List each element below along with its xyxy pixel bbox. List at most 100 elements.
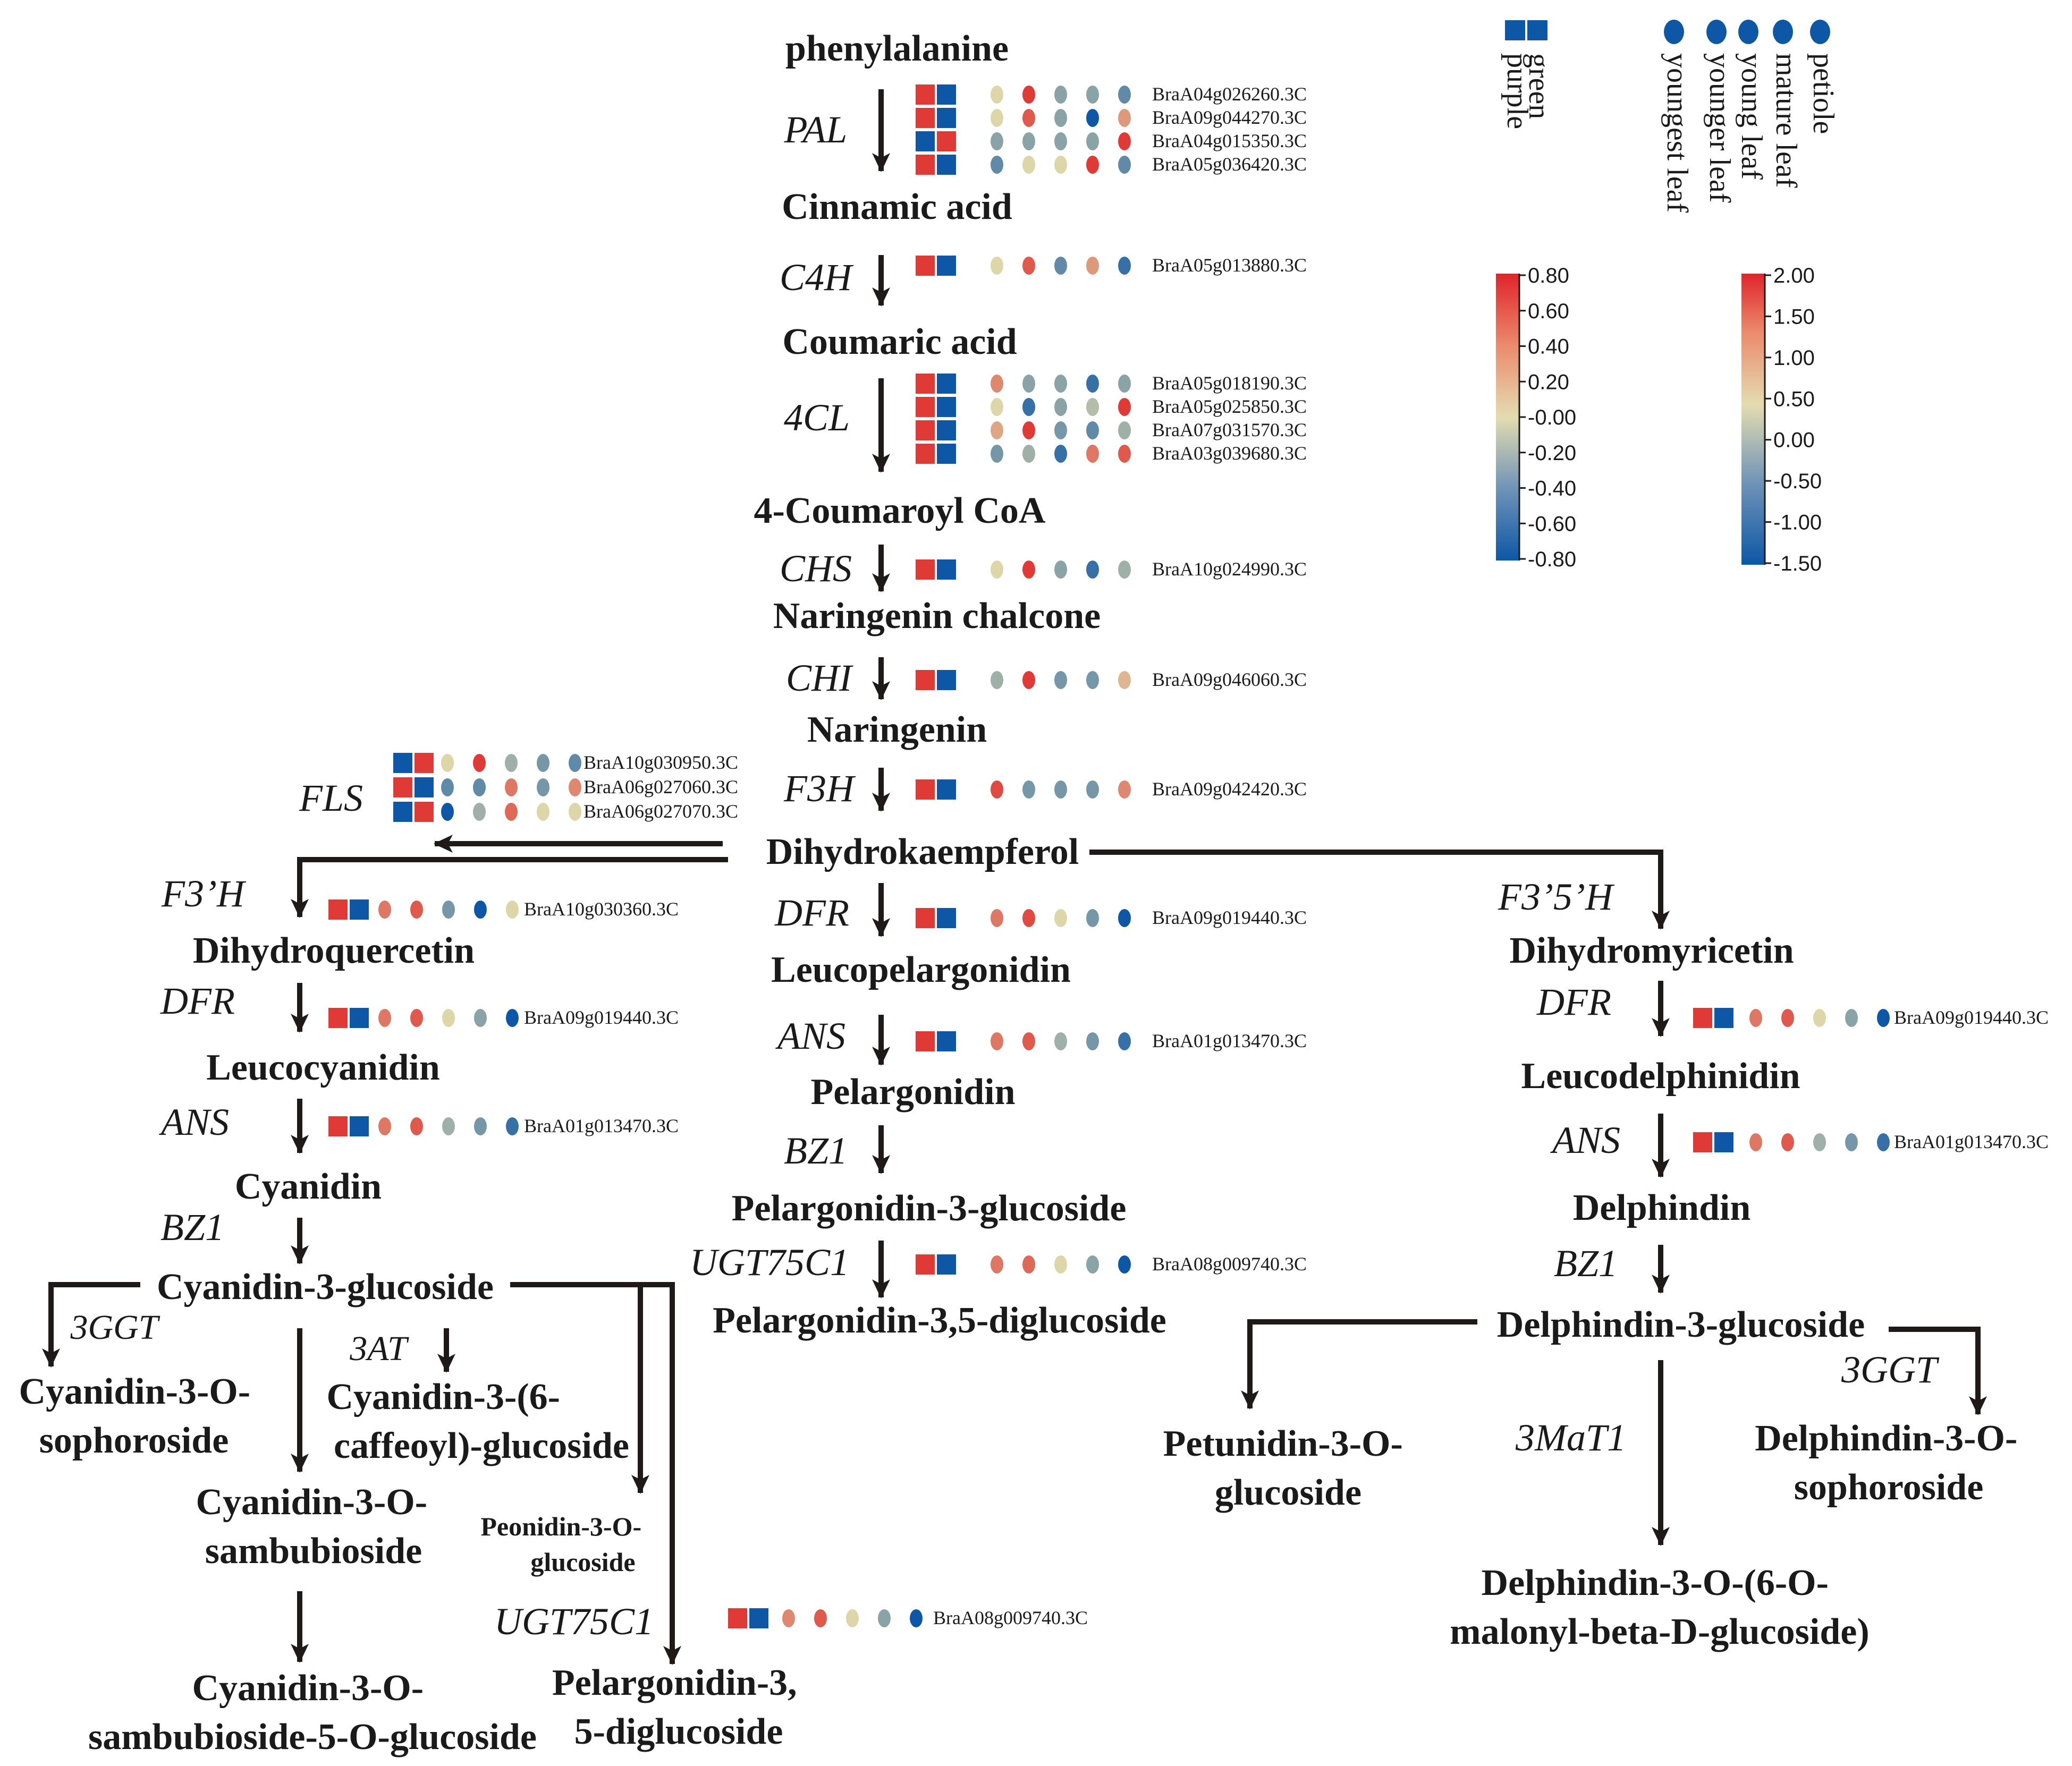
heatmap-dot	[442, 1117, 455, 1135]
heatmap-dot	[991, 909, 1003, 927]
heatmap-square	[916, 908, 935, 928]
heatmap-dot	[1781, 1133, 1794, 1151]
heatmap-row: BraA09g019440.3C	[1693, 1007, 2049, 1028]
heatmap-dot	[569, 778, 581, 796]
color-scale-tick-label: -0.80	[1528, 548, 1576, 571]
compound-peonidin-3-o-glucoside: Peonidin-3-O- glucoside	[480, 1512, 648, 1577]
heatmap-dot	[410, 1117, 423, 1135]
compound-dihydromyricetin: Dihydromyricetin	[1509, 930, 1794, 971]
compound-petunidin-3-o-glucoside-line-2: glucoside	[1215, 1472, 1361, 1513]
heatmap-dot	[1054, 421, 1067, 439]
compound-cinnamic-acid: Cinnamic acid	[782, 186, 1012, 227]
compound-coumaroyl-coa: 4-Coumaroyl CoA	[754, 490, 1046, 531]
heatmap-dot	[506, 1117, 519, 1135]
heatmap-row: BraA01g013470.3C	[916, 1030, 1307, 1051]
heatmap-row: BraA10g024990.3C	[916, 558, 1307, 580]
heatmap-square	[728, 1608, 747, 1628]
arrow-petunidin	[1241, 1319, 1477, 1410]
heatmap-dot	[1086, 375, 1099, 393]
heatmap-dot	[1086, 86, 1099, 104]
heatmap-dot	[1022, 421, 1035, 439]
heatmap-dot	[846, 1609, 859, 1627]
heatmap-square	[937, 1031, 956, 1051]
heatmap-dot	[1022, 1032, 1035, 1050]
heatmap-square	[937, 397, 956, 417]
heatmap-dot	[1022, 671, 1035, 689]
heatmap-row: BraA08g009740.3C	[916, 1253, 1307, 1275]
arrow-3ggt-right	[1889, 1327, 1987, 1415]
legend-petiole-label: petiole	[1807, 53, 1840, 134]
gene-id-label: BraA01g013470.3C	[1894, 1131, 2049, 1152]
heatmap-square	[1693, 1132, 1712, 1152]
heatmap-square	[415, 802, 434, 822]
gene-id-label: BraA04g015350.3C	[1152, 130, 1307, 151]
heatmap-square	[937, 444, 956, 464]
heatmap-square	[916, 256, 935, 276]
compound-cyanidin-3-o-sophoroside-line-2: sophoroside	[39, 1420, 229, 1461]
color-scale-tick-label: 0.40	[1528, 335, 1569, 359]
compound-labels: phenylalanine Cinnamic acid Coumaric aci…	[19, 28, 2017, 1757]
heatmap-square	[937, 420, 956, 440]
heatmap-dot	[1118, 109, 1131, 127]
heatmap-square	[937, 108, 956, 128]
heatmap-square	[1714, 1008, 1733, 1028]
heatmap-square	[393, 802, 412, 822]
heatmap-square	[393, 753, 412, 773]
legend-young-leaf-label: young leaf	[1735, 53, 1768, 180]
compound-delphindin-3-o-sophoroside-line-1: Delphindin-3-O-	[1755, 1418, 2017, 1459]
compound-cyanidin-3-o-sambubioside-line-1: Cyanidin-3-O-	[196, 1482, 427, 1523]
color-bar-small	[1496, 274, 1519, 561]
heatmap-square	[916, 670, 935, 690]
legend-purple-label: purple	[1501, 53, 1534, 129]
heatmap-dot	[474, 1117, 487, 1135]
heatmap-dot	[1054, 86, 1067, 104]
enzyme-ans-right: ANS	[1550, 1119, 1620, 1161]
heatmap-row: BraA07g031570.3C	[916, 419, 1307, 440]
gene-id-label: BraA10g024990.3C	[1152, 558, 1307, 580]
heatmap-dot	[1086, 1255, 1099, 1273]
heatmap-dot	[1845, 1133, 1858, 1151]
heatmap-dot	[1813, 1009, 1826, 1027]
enzyme-fls: FLS	[299, 777, 363, 819]
heatmap-dot	[1054, 132, 1067, 150]
heatmap-dot	[1086, 671, 1099, 689]
enzyme-bz1-left: BZ1	[160, 1206, 224, 1249]
heatmap-row: BraA09g046060.3C	[916, 669, 1307, 690]
heatmap-dot	[1022, 909, 1035, 927]
legend-purple-swatch	[1527, 20, 1547, 40]
compound-delphindin-malonyl-glucoside-line-2: malonyl-beta-D-glucoside)	[1450, 1611, 1869, 1652]
compound-cyanidin-3-glucoside: Cyanidin-3-glucoside	[157, 1267, 494, 1307]
legend-petiole-dot	[1810, 20, 1830, 44]
heatmap-row: BraA05g018190.3C	[916, 372, 1307, 394]
compound-delphindin-3-o-sophoroside-line-2: sophoroside	[1794, 1467, 1984, 1508]
color-scale-tick-label: -0.00	[1528, 406, 1576, 429]
color-scale-tick-label: -0.20	[1528, 442, 1576, 465]
heatmap-dot	[474, 901, 487, 919]
compound-leucopelargonidin: Leucopelargonidin	[771, 949, 1071, 990]
compound-petunidin-3-o-glucoside: Petunidin-3-O- glucoside	[1163, 1423, 1413, 1513]
gene-id-label: BraA09g019440.3C	[1894, 1007, 2049, 1028]
heatmap-dot	[1086, 1032, 1099, 1050]
heatmap-dot	[1022, 375, 1035, 393]
heatmap-dot	[474, 1009, 487, 1027]
heatmap-dot	[1086, 421, 1099, 439]
enzyme-f35-h: F3’5’H	[1498, 876, 1615, 918]
heatmap-dot	[1054, 671, 1067, 689]
heatmap-dot	[991, 156, 1003, 174]
heatmap-dot	[1086, 132, 1099, 150]
enzyme-ugt75c1-left: UGT75C1	[494, 1600, 654, 1643]
enzyme-3mat1: 3MaT1	[1515, 1416, 1626, 1459]
heatmap-dot	[991, 780, 1003, 799]
heatmap-square	[328, 1116, 348, 1136]
heatmap-dot	[1118, 780, 1131, 799]
heatmap-square	[916, 131, 935, 151]
heatmap-row: BraA03g039680.3C	[916, 443, 1307, 464]
heatmap-dot	[991, 398, 1003, 416]
heatmap-row: BraA04g026260.3C	[916, 83, 1307, 105]
gene-id-label: BraA09g044270.3C	[1152, 107, 1307, 128]
heatmap-square	[937, 670, 956, 690]
compound-cyanidin-caffeoyl-glucoside: Cyanidin-3-(6- caffeoyl)-glucoside	[327, 1377, 629, 1466]
heatmap-dot	[1781, 1009, 1794, 1027]
enzyme-bz1-center: BZ1	[784, 1130, 848, 1172]
